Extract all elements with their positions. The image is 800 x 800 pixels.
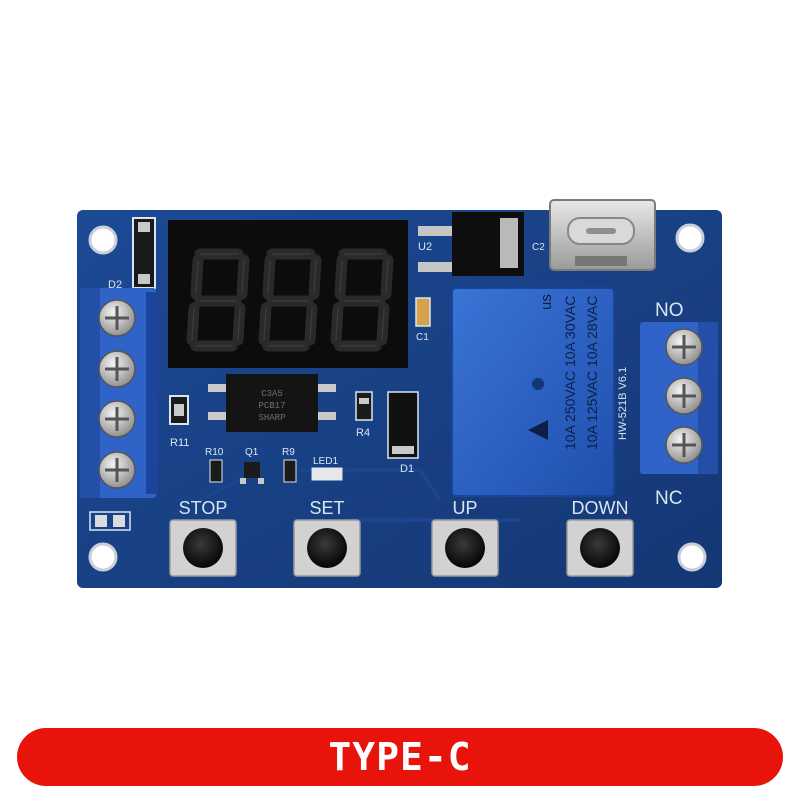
led-indicator bbox=[311, 467, 343, 481]
mounting-hole-br bbox=[677, 542, 707, 572]
relay-rating-line1: 10A 250VAC 10A 30VAC bbox=[562, 296, 578, 450]
warning-triangle-icon bbox=[528, 420, 548, 440]
resistor-r4: R4 bbox=[355, 391, 373, 439]
label-c2: C2 bbox=[532, 242, 545, 253]
relay-rating-line2: 10A 125VAC 10A 28VAC bbox=[584, 296, 600, 450]
down-button[interactable] bbox=[566, 519, 634, 577]
label-r10: R10 bbox=[205, 447, 224, 458]
terminal-screw[interactable] bbox=[98, 451, 136, 489]
label-r4: R4 bbox=[356, 427, 370, 439]
board-model: HW-521B V6.1 bbox=[617, 367, 629, 440]
chip-marking-1: C3A5 bbox=[261, 389, 283, 399]
mounting-hole-bl bbox=[88, 542, 118, 572]
terminal-screw[interactable] bbox=[665, 377, 703, 415]
label-stop: STOP bbox=[179, 498, 228, 518]
label-nc: NC bbox=[655, 488, 682, 509]
relay-cert-mark: us bbox=[538, 294, 555, 310]
label-u2: U2 bbox=[418, 241, 432, 253]
up-button[interactable] bbox=[431, 519, 499, 577]
terminal-block-output bbox=[640, 322, 718, 474]
mounting-hole-tr bbox=[675, 223, 705, 253]
regulator-u2: U2 bbox=[418, 212, 524, 276]
label-r11: R11 bbox=[170, 437, 189, 449]
terminal-screw[interactable] bbox=[98, 299, 136, 337]
solder-pads bbox=[89, 511, 131, 531]
type-c-banner: TYPE-C bbox=[17, 728, 783, 786]
banner-label: TYPE-C bbox=[328, 735, 472, 779]
label-r9: R9 bbox=[282, 447, 295, 458]
chip-marking-3: SHARP bbox=[258, 413, 285, 423]
stop-button[interactable] bbox=[169, 519, 237, 577]
label-set: SET bbox=[309, 498, 344, 518]
set-button[interactable] bbox=[293, 519, 361, 577]
relay-indicator bbox=[532, 378, 544, 390]
microcontroller-chip: C3A5 PCB17 SHARP bbox=[208, 374, 336, 432]
mounting-hole-tl bbox=[88, 225, 118, 255]
label-up: UP bbox=[452, 498, 477, 518]
relay: 10A 250VAC 10A 30VAC 10A 125VAC 10A 28VA… bbox=[451, 287, 615, 497]
label-d1: D1 bbox=[400, 463, 414, 475]
display-digits-text: 888 bbox=[0, 0, 2, 1]
label-led1: LED1 bbox=[313, 456, 338, 467]
seven-segment-display: 888 bbox=[0, 0, 408, 368]
terminal-screw[interactable] bbox=[98, 400, 136, 438]
terminal-block-input bbox=[80, 288, 158, 498]
usb-type-c-port[interactable]: C2 bbox=[532, 199, 656, 271]
label-no: NO bbox=[655, 300, 684, 321]
chip-marking-2: PCB17 bbox=[258, 401, 285, 411]
terminal-screw[interactable] bbox=[665, 328, 703, 366]
capacitor-c1: C1 bbox=[415, 297, 431, 343]
label-c1: C1 bbox=[416, 332, 429, 343]
label-q1: Q1 bbox=[245, 447, 259, 458]
smd-components: R10 Q1 R9 LED1 bbox=[205, 447, 343, 484]
terminal-screw[interactable] bbox=[98, 350, 136, 388]
diode-d1: D1 bbox=[387, 391, 419, 475]
resistor-r11: R11 bbox=[169, 395, 189, 449]
label-down: DOWN bbox=[572, 498, 629, 518]
terminal-screw[interactable] bbox=[665, 426, 703, 464]
